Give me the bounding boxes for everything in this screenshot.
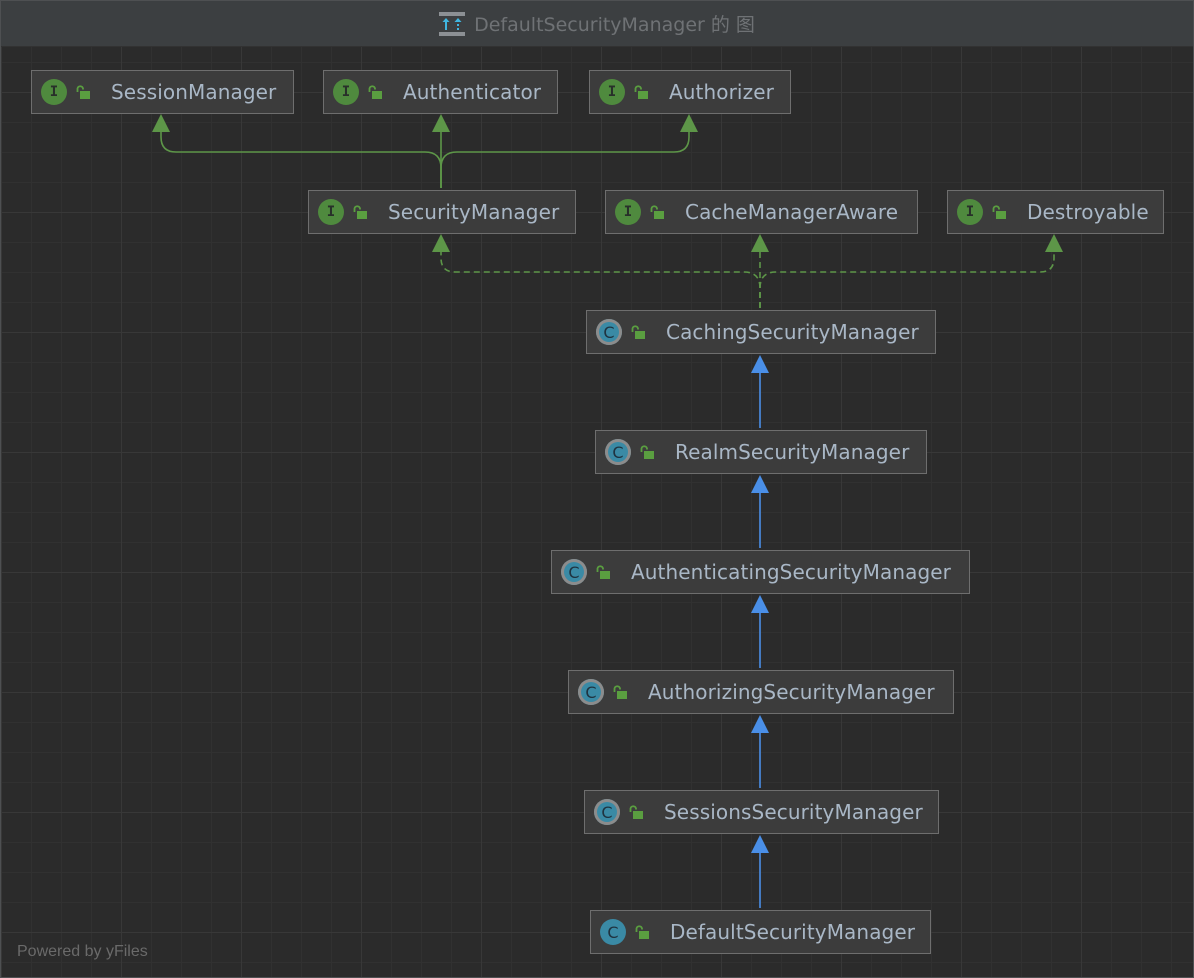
node-authenticator[interactable]: I Authenticator [323, 70, 558, 114]
arrowhead [751, 475, 769, 493]
interface-icon: I [599, 79, 625, 105]
edge-cachingsecuritymanager-to-securitymanager [432, 234, 761, 308]
node-authorizingsecuritymanager[interactable]: C AuthorizingSecurityManager [568, 670, 954, 714]
node-label: AuthorizingSecurityManager [648, 680, 935, 704]
abstract-class-icon: C [605, 439, 631, 465]
powered-by-label: Powered by yFiles [17, 943, 148, 960]
node-label: Authorizer [669, 80, 774, 104]
arrowhead [751, 715, 769, 733]
edge-cachingsecuritymanager-to-cachemanageraware [751, 234, 769, 308]
title-bar: DefaultSecurityManager 的 图 [1, 1, 1193, 47]
node-cachemanageraware[interactable]: I CacheManagerAware [605, 190, 918, 234]
node-label: CacheManagerAware [685, 200, 899, 224]
node-label: Destroyable [1027, 200, 1149, 224]
node-securitymanager[interactable]: I SecurityManager [308, 190, 576, 234]
edge-authenticating-to-realm [751, 475, 769, 548]
edge-cachingsecuritymanager-to-destroyable [759, 234, 1063, 308]
node-label: RealmSecurityManager [675, 440, 910, 464]
arrowhead [751, 355, 769, 373]
node-label: AuthenticatingSecurityManager [631, 560, 951, 584]
interface-icon: I [615, 199, 641, 225]
abstract-class-icon: C [578, 679, 604, 705]
node-realmsecuritymanager[interactable]: C RealmSecurityManager [595, 430, 927, 474]
edge-securitymanager-to-sessionmanager [152, 114, 442, 188]
public-lock-icon [628, 804, 644, 820]
node-label: CachingSecurityManager [666, 320, 919, 344]
class-icon: C [600, 919, 626, 945]
public-lock-icon [352, 204, 368, 220]
arrowhead [1045, 234, 1063, 252]
public-lock-icon [630, 324, 646, 340]
class-hierarchy-diagram-icon [439, 11, 466, 36]
public-lock-icon [991, 204, 1007, 220]
arrowhead [432, 234, 450, 252]
public-lock-icon [595, 564, 611, 580]
node-authorizer[interactable]: I Authorizer [589, 70, 791, 114]
interface-icon: I [41, 79, 67, 105]
public-lock-icon [633, 84, 649, 100]
edge-default-to-sessions [751, 835, 769, 908]
arrowhead [751, 595, 769, 613]
arrowhead [751, 234, 769, 252]
abstract-class-icon: C [596, 319, 622, 345]
interface-icon: I [333, 79, 359, 105]
node-label: SessionsSecurityManager [664, 800, 923, 824]
public-lock-icon [634, 924, 650, 940]
abstract-class-icon: C [594, 799, 620, 825]
public-lock-icon [649, 204, 665, 220]
interface-icon: I [318, 199, 344, 225]
public-lock-icon [639, 444, 655, 460]
node-authenticatingsecuritymanager[interactable]: C AuthenticatingSecurityManager [551, 550, 970, 594]
node-destroyable[interactable]: I Destroyable [947, 190, 1164, 234]
arrowhead [751, 835, 769, 853]
public-lock-icon [75, 84, 91, 100]
node-defaultsecuritymanager[interactable]: C DefaultSecurityManager [590, 910, 931, 954]
node-cachingsecuritymanager[interactable]: C CachingSecurityManager [586, 310, 936, 354]
interface-icon: I [957, 199, 983, 225]
edge-sessions-to-authorizing [751, 715, 769, 788]
arrowhead [152, 114, 170, 132]
public-lock-icon [612, 684, 628, 700]
abstract-class-icon: C [561, 559, 587, 585]
node-sessionssecuritymanager[interactable]: C SessionsSecurityManager [584, 790, 939, 834]
arrowhead [432, 114, 450, 132]
edge-authorizing-to-authenticating [751, 595, 769, 668]
edge-realm-to-caching [751, 355, 769, 428]
node-sessionmanager[interactable]: I SessionManager [31, 70, 294, 114]
node-label: SessionManager [111, 80, 277, 104]
node-label: DefaultSecurityManager [670, 920, 916, 944]
node-label: SecurityManager [388, 200, 560, 224]
arrowhead [680, 114, 698, 132]
public-lock-icon [367, 84, 383, 100]
window-title: DefaultSecurityManager 的 图 [474, 14, 755, 36]
node-label: Authenticator [403, 80, 542, 104]
edge-securitymanager-to-authorizer [440, 114, 698, 188]
